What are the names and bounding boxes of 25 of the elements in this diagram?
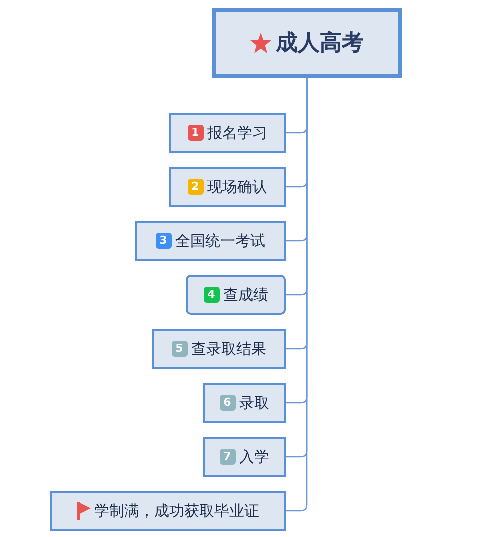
subtopic-box bbox=[135, 221, 286, 261]
number-badge: 6 bbox=[220, 395, 236, 411]
topic-title: 成人高考 bbox=[276, 30, 364, 58]
topic-label: 录取 bbox=[240, 394, 270, 412]
subtopic-box bbox=[203, 437, 286, 477]
number-badge: 7 bbox=[220, 449, 236, 465]
number-badge: 4 bbox=[204, 287, 220, 303]
subtopic-box bbox=[50, 491, 286, 531]
number-badge: 3 bbox=[156, 233, 172, 249]
topic-label: 查录取结果 bbox=[192, 340, 266, 358]
topic-label: 报名学习 bbox=[208, 124, 268, 142]
number-badge: 5 bbox=[172, 341, 188, 357]
root-topic-box bbox=[212, 8, 402, 78]
topic-label: 入学 bbox=[240, 448, 270, 466]
subtopic-box bbox=[169, 167, 286, 207]
subtopic-box bbox=[152, 329, 286, 369]
topic-label: 学制满，成功获取毕业证 bbox=[94, 502, 260, 520]
subtopic-box bbox=[203, 383, 286, 423]
number-badge: 1 bbox=[188, 125, 204, 141]
subtopic-box bbox=[186, 275, 286, 315]
topic-label: 查成绩 bbox=[224, 286, 268, 304]
number-badge: 2 bbox=[188, 179, 204, 195]
topic-label: 现场确认 bbox=[208, 178, 268, 196]
subtopic-box bbox=[169, 113, 286, 153]
topic-label: 全国统一考试 bbox=[176, 232, 266, 250]
